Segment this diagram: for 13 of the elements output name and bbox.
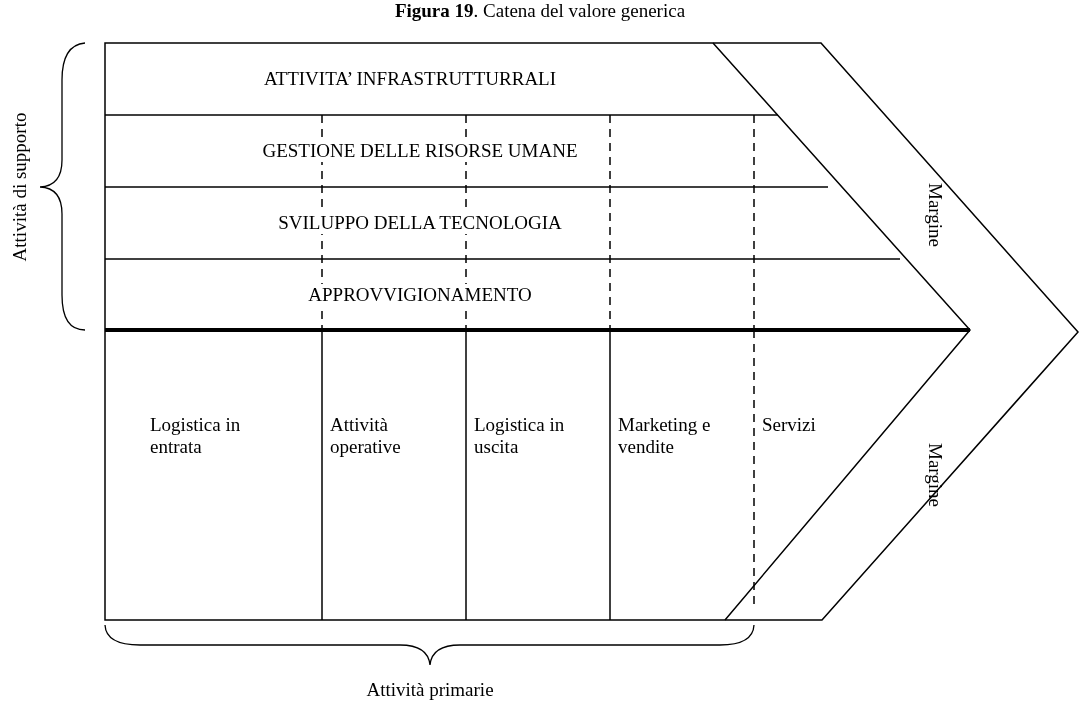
support-activity-label: GESTIONE DELLE RISORSE UMANE	[260, 140, 580, 162]
primary-activity-label: Marketing e vendite	[618, 414, 712, 458]
primary-activity-label: Logistica in entrata	[150, 414, 242, 458]
brace-label: Attività di supporto	[9, 112, 31, 262]
figure-title: Figura 19. Catena del valore generica	[394, 0, 686, 22]
support-activity-label: APPROVVIGIONAMENTO	[306, 283, 534, 306]
support-activity-label: SVILUPPO DELLA TECNOLOGIA	[276, 212, 564, 234]
primary-activity-label: Servizi	[762, 414, 817, 436]
primary-activity-label: Attività operative	[330, 414, 402, 458]
brace-label: Attività primarie	[366, 679, 494, 701]
margin-label: Margine	[924, 183, 946, 247]
margin-label: Margine	[924, 443, 946, 507]
primary-activity-label: Logistica in uscita	[474, 414, 566, 458]
